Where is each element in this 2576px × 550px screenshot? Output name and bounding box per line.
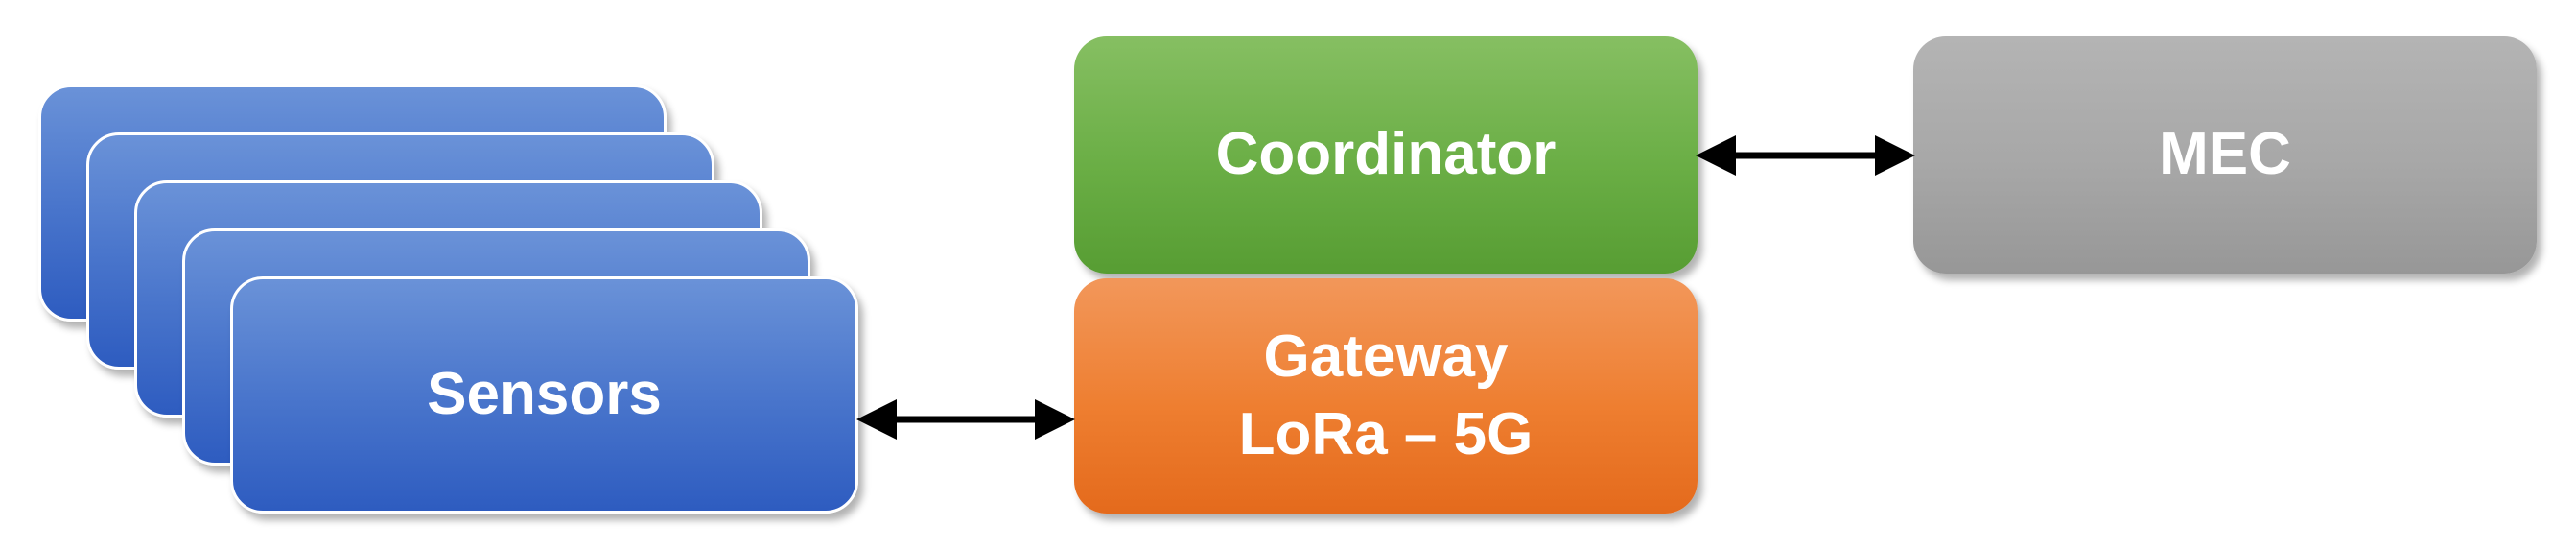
gateway-node: Gateway LoRa – 5G (1074, 278, 1698, 514)
sensors-label: Sensors (427, 361, 662, 428)
mec-node: MEC (1913, 36, 2537, 274)
gateway-label-line1: Gateway (1263, 323, 1509, 390)
mec-label: MEC (2159, 121, 2291, 188)
sensors-node: Sensors (230, 276, 858, 514)
gateway-label-line2: LoRa – 5G (1238, 400, 1534, 467)
coordinator-label: Coordinator (1215, 121, 1557, 188)
coordinator-node: Coordinator (1074, 36, 1698, 274)
